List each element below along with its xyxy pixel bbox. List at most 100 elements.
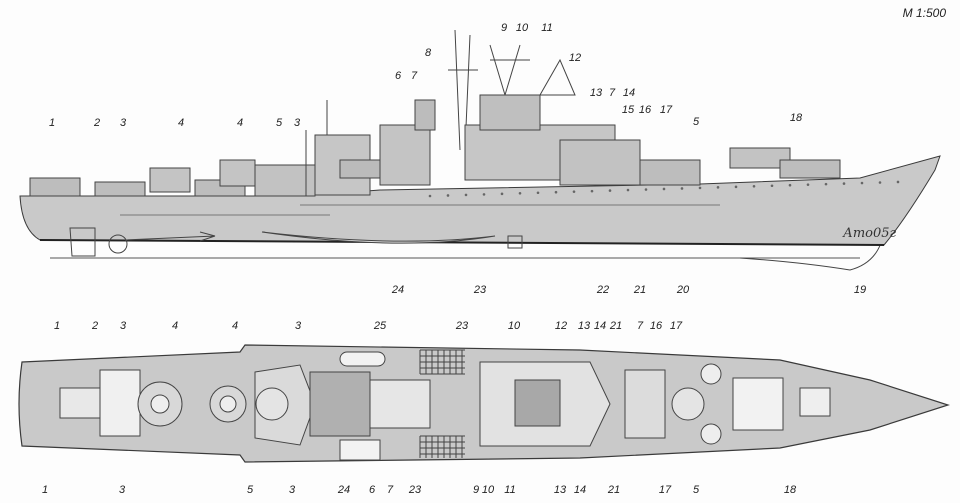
- launcher: [671, 387, 705, 421]
- boot-topping: [39, 239, 885, 246]
- shaft: [124, 231, 216, 242]
- porthole: [878, 181, 882, 184]
- plan-callout-label: 13: [553, 484, 567, 496]
- porthole: [428, 194, 432, 198]
- plan-callout-label: 5: [246, 484, 254, 496]
- porthole: [500, 192, 504, 196]
- side-callout-label: 5: [275, 117, 283, 129]
- plan-callout-label: 2: [91, 320, 99, 332]
- plan-callout-label: 16: [649, 320, 663, 332]
- side-callout-label: 24: [391, 284, 405, 296]
- side-callout-label: 18: [789, 112, 803, 124]
- side-callout-label: 3: [119, 117, 127, 129]
- side-callout-label: 4: [177, 117, 185, 129]
- scale-label: M 1:500: [902, 6, 946, 20]
- launcher: [255, 387, 289, 421]
- porthole: [734, 185, 738, 189]
- porthole: [644, 188, 648, 191]
- porthole: [536, 191, 540, 195]
- deck-grating: [419, 349, 465, 458]
- side-callout-label: 3: [293, 117, 301, 129]
- plan-callout-label: 14: [573, 484, 587, 496]
- rudder: [69, 227, 96, 257]
- side-callout-label: 20: [676, 284, 690, 296]
- main-mast: [489, 44, 530, 96]
- porthole: [896, 180, 900, 184]
- porthole: [662, 187, 666, 191]
- side-callout-label: 23: [473, 284, 487, 296]
- porthole: [716, 186, 720, 189]
- porthole: [806, 183, 810, 186]
- side-callout-label: 16: [638, 104, 652, 116]
- plan-callout-label: 25: [373, 320, 387, 332]
- porthole: [464, 193, 468, 197]
- side-callout-label: 4: [236, 117, 244, 129]
- plan-callout-label: 23: [408, 484, 422, 496]
- plan-callout-label: 4: [231, 320, 239, 332]
- plan-callout-label: 17: [669, 320, 683, 332]
- plan-callout-label: 3: [118, 484, 126, 496]
- side-callout-label: 7: [410, 70, 418, 82]
- plan-callout-label: 21: [609, 320, 623, 332]
- side-callout-label: 7: [608, 87, 616, 99]
- side-callout-label: 15: [621, 104, 635, 116]
- plan-callout-label: 10: [481, 484, 495, 496]
- side-callout-label: 10: [515, 22, 529, 34]
- plan-callout-label: 11: [504, 484, 516, 496]
- plan-callout-label: 18: [783, 484, 797, 496]
- plan-callout-label: 24: [337, 484, 351, 496]
- porthole: [482, 193, 486, 196]
- sonar-dome: [261, 231, 496, 244]
- porthole: [698, 186, 702, 190]
- gun-mount: [219, 159, 256, 187]
- bulbous-bow: [739, 229, 885, 271]
- plan-callout-label: 7: [386, 484, 394, 496]
- plan-callout-label: 6: [368, 484, 376, 496]
- plan-callout-label: 3: [294, 320, 302, 332]
- side-callout-label: 17: [659, 104, 673, 116]
- plan-callout-label: 17: [658, 484, 672, 496]
- side-callout-label: 5: [692, 116, 700, 128]
- plan-callout-label: 3: [288, 484, 296, 496]
- porthole: [680, 187, 684, 190]
- porthole: [608, 189, 612, 192]
- porthole: [788, 183, 792, 187]
- plan-callout-label: 3: [119, 320, 127, 332]
- plan-callout-label: 13: [577, 320, 591, 332]
- side-callout-label: 11: [541, 22, 553, 34]
- plan-callout-label: 1: [53, 320, 61, 332]
- plan-callout-label: 23: [455, 320, 469, 332]
- porthole: [518, 192, 522, 195]
- plan-callout-label: 5: [692, 484, 700, 496]
- plan-callout-label: 21: [607, 484, 621, 496]
- porthole: [824, 182, 828, 186]
- propeller: [108, 234, 128, 254]
- side-callout-label: 12: [568, 52, 582, 64]
- porthole: [860, 181, 864, 185]
- plan-callout-label: 12: [554, 320, 568, 332]
- porthole: [446, 194, 450, 197]
- porthole: [572, 190, 576, 193]
- plan-callout-label: 7: [636, 320, 644, 332]
- plan-callout-label: 10: [507, 320, 521, 332]
- side-callout-label: 1: [48, 117, 56, 129]
- radar-mast: [539, 58, 576, 96]
- side-callout-label: 19: [853, 284, 867, 296]
- side-callout-label: 21: [633, 284, 647, 296]
- artist-signature: Ато05г: [843, 226, 897, 241]
- side-elevation: [19, 29, 941, 271]
- porthole: [770, 184, 774, 188]
- plan-callout-label: 1: [41, 484, 49, 496]
- hull: [19, 155, 941, 246]
- porthole: [554, 190, 558, 194]
- side-callout-label: 6: [394, 70, 402, 82]
- missile-launcher: [732, 377, 784, 431]
- porthole: [842, 182, 846, 185]
- side-callout-label: 22: [596, 284, 610, 296]
- side-callout-label: 8: [424, 47, 432, 59]
- porthole: [626, 188, 630, 192]
- plan-callout-label: 9: [472, 484, 480, 496]
- gun-mount: [149, 167, 191, 193]
